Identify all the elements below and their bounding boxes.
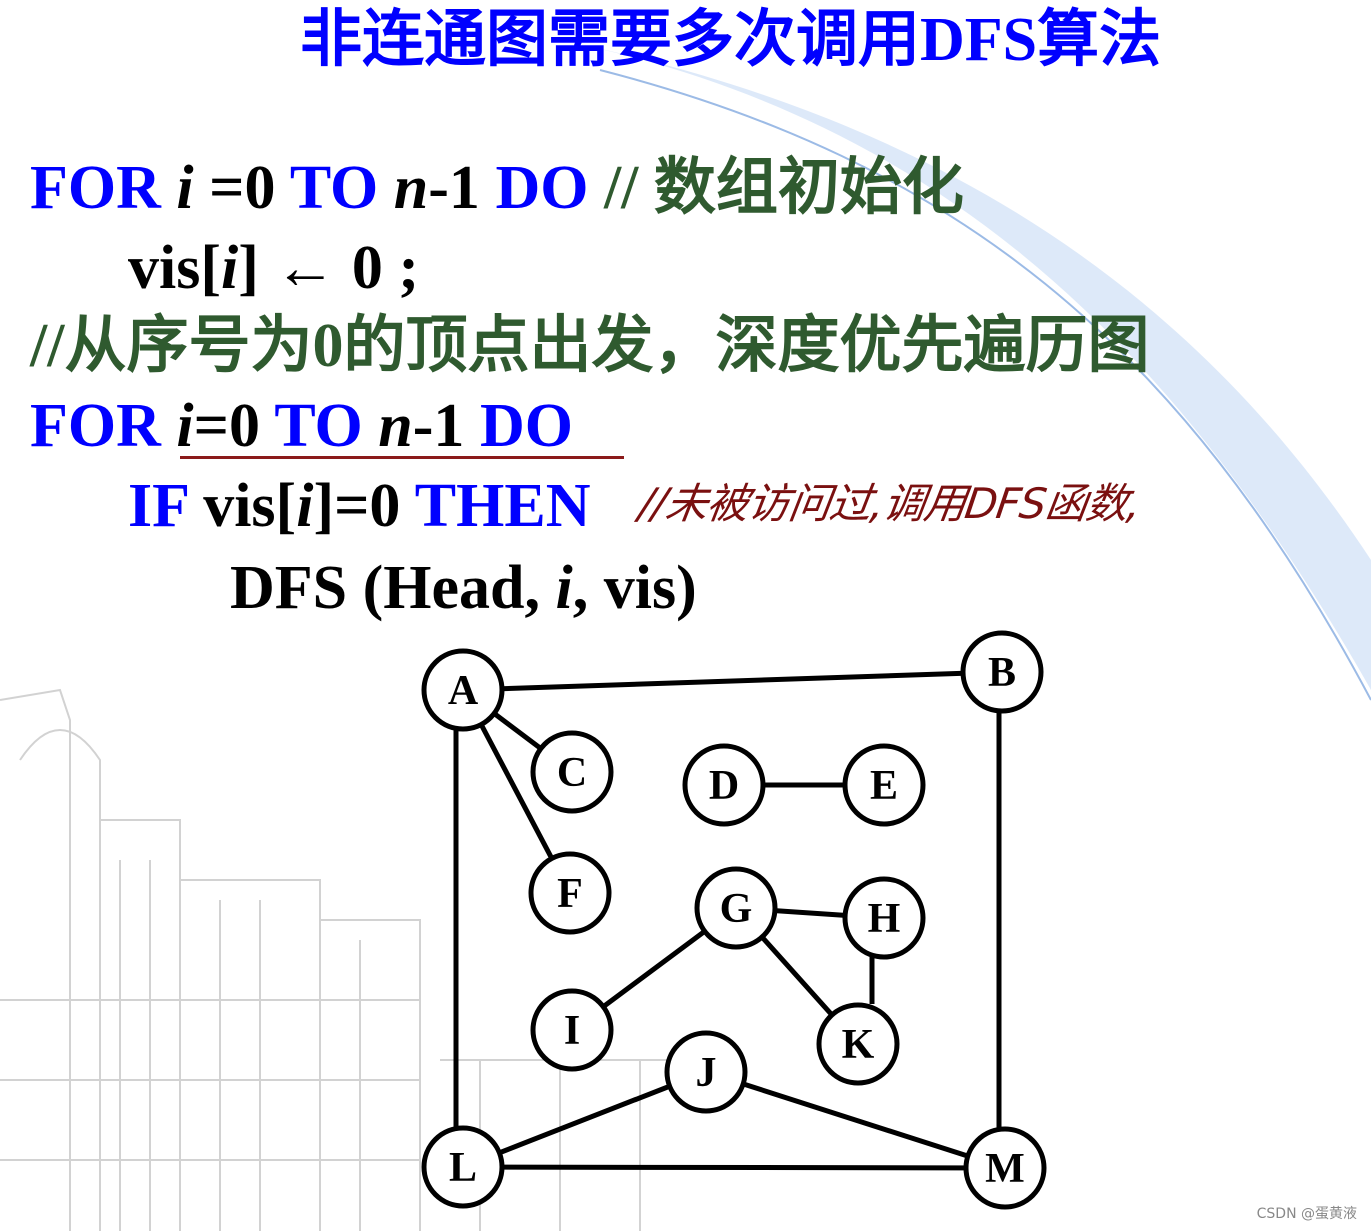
code-line-2: vis[i] ← 0 ; [128, 230, 419, 306]
node-label: D [709, 763, 739, 809]
node-label: I [564, 1008, 580, 1054]
edge-A-B [462, 669, 1003, 693]
code-line-4: FOR i=0 TO n-1 DO [30, 388, 573, 464]
code-text: =0 [193, 392, 275, 460]
node-G: G [694, 866, 778, 950]
node-circle [694, 866, 778, 950]
keyword-if: IF [128, 472, 188, 540]
node-A: A [421, 648, 505, 732]
var-i: i [221, 234, 239, 302]
node-circle [664, 1030, 748, 1114]
slide-title: 非连通图需要多次调用DFS算法 [300, 6, 1162, 74]
code-text: DFS (Head, [230, 554, 556, 622]
node-label: G [720, 886, 753, 932]
node-label: L [449, 1145, 477, 1191]
var-n: n [378, 392, 413, 460]
node-label: F [557, 871, 583, 917]
var-i: i [555, 554, 573, 622]
node-F: F [528, 851, 612, 935]
node-circle [421, 1125, 505, 1209]
keyword-to: TO [274, 392, 363, 460]
edge-L-M [462, 1164, 1006, 1171]
node-C: C [530, 730, 614, 814]
var-n: n [393, 154, 429, 222]
node-M: M [963, 1126, 1047, 1210]
keyword-for: FOR [30, 392, 161, 460]
node-circle [530, 730, 614, 814]
code-comment: //从序号为0的顶点出发，深度优先遍历图 [30, 312, 1150, 380]
keyword-do: DO [495, 154, 589, 222]
code-text: ]=0 [313, 472, 415, 540]
node-circle [421, 648, 505, 732]
node-circle [963, 1126, 1047, 1210]
node-I: I [530, 988, 614, 1072]
node-label: M [985, 1146, 1025, 1192]
var-i: i [296, 472, 314, 540]
edge-J-M [705, 1069, 1006, 1171]
node-J: J [664, 1030, 748, 1114]
node-label: H [868, 896, 901, 942]
node-H: H [842, 876, 926, 960]
watermark-credit: CSDN @蛋黄液 [1256, 1206, 1357, 1222]
keyword-then: THEN [414, 472, 591, 540]
node-label: J [696, 1050, 717, 1096]
node-circle [842, 876, 926, 960]
code-text: =0 [193, 154, 290, 222]
code-line-3: //从序号为0的顶点出发，深度优先遍历图 [30, 308, 1149, 384]
code-line-1: FOR i =0 TO n-1 DO // 数组初始化 [30, 150, 964, 226]
code-text: -1 [428, 154, 496, 222]
node-circle [528, 851, 612, 935]
node-label: C [557, 750, 587, 796]
code-text: -1 [412, 392, 480, 460]
handwritten-underline [180, 456, 624, 459]
node-circle [530, 988, 614, 1072]
keyword-for: FOR [30, 154, 161, 222]
node-circle [682, 743, 766, 827]
code-text: vis[ [187, 472, 297, 540]
edge-J-L [462, 1069, 707, 1170]
code-text: ] ← 0 ; [238, 234, 420, 302]
node-label: E [870, 763, 898, 809]
node-circle [816, 1002, 900, 1086]
code-line-5: IF vis[i]=0 THEN [128, 468, 591, 544]
keyword-do: DO [479, 392, 573, 460]
node-E: E [842, 743, 926, 827]
var-i: i [176, 154, 194, 222]
node-B: B [960, 630, 1044, 714]
node-L: L [421, 1125, 505, 1209]
code-line-6: DFS (Head, i, vis) [230, 550, 697, 626]
keyword-to: TO [289, 154, 379, 222]
code-comment: // 数组初始化 [588, 154, 964, 222]
var-i: i [176, 392, 194, 460]
node-circle [842, 743, 926, 827]
code-text: vis[ [128, 234, 221, 302]
node-label: B [988, 650, 1016, 696]
node-circle [960, 630, 1044, 714]
node-K: K [816, 1002, 900, 1086]
code-text: , vis) [572, 554, 697, 622]
node-label: A [448, 668, 479, 714]
node-label: K [842, 1022, 875, 1068]
node-D: D [682, 743, 766, 827]
